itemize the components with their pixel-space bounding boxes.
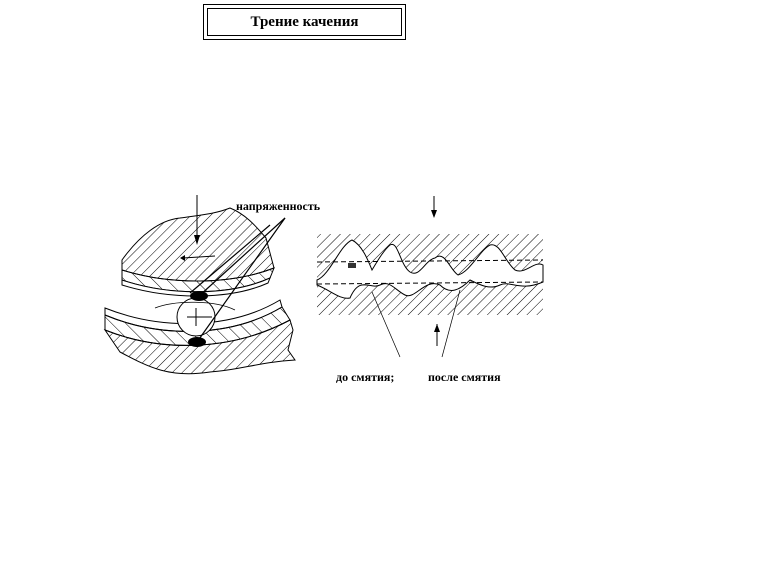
before-crush-label: до смятия;	[336, 370, 395, 384]
title-box: Трение качения	[203, 4, 406, 40]
surface-roughness-section	[316, 234, 544, 315]
upper-race	[121, 207, 275, 297]
stress-label: напряженность	[236, 199, 321, 213]
lower-race	[103, 299, 296, 375]
leader-lines	[189, 217, 286, 343]
after-crush-label: после смятия	[428, 370, 501, 384]
